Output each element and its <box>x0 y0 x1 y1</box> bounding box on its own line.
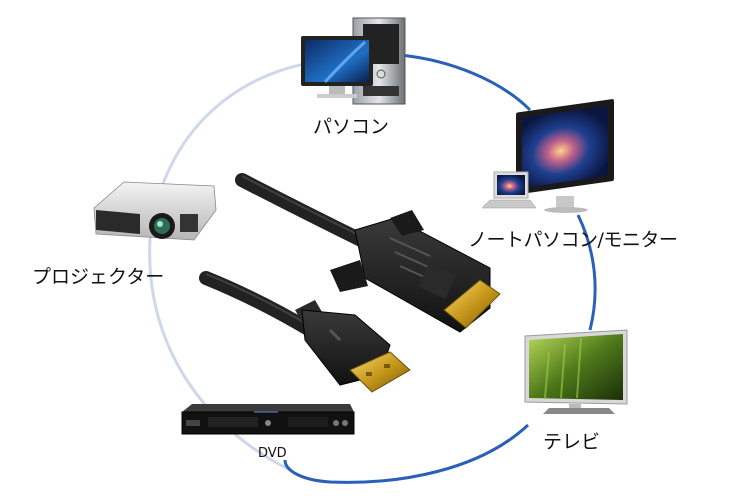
dvi-connector <box>330 210 501 333</box>
dvd-label: DVD <box>258 446 287 461</box>
desktop-pc-icon <box>301 17 406 105</box>
dvd-player-icon <box>181 404 355 435</box>
projector-label: プロジェクター <box>32 266 165 288</box>
projector-icon <box>93 181 217 241</box>
pc-label: パソコン <box>313 116 390 138</box>
laptop-monitor-icon <box>481 99 614 213</box>
hdmi-connector <box>295 300 411 393</box>
hdmi-dvi-cable <box>199 173 501 393</box>
laptop-monitor-label: ノートパソコン/モニター <box>468 229 678 251</box>
tv-label: テレビ <box>543 431 601 453</box>
tv-icon <box>524 329 628 414</box>
